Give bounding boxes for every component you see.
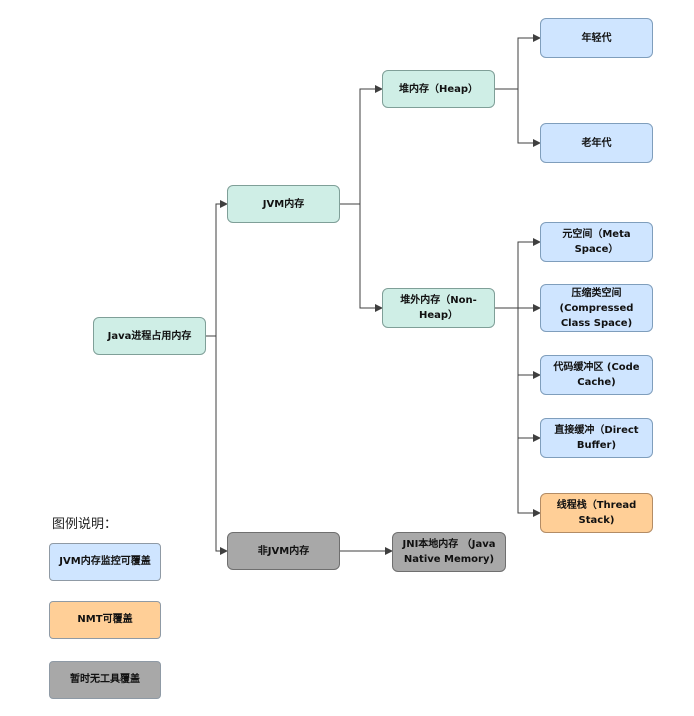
code-cache-node: 代码缓冲区 (Code Cache) [540,355,653,395]
meta-space-label: 元空间（Meta Space） [562,229,631,255]
thread-stack-label: 线程栈（Thread Stack) [556,500,637,526]
code-cache-label: 代码缓冲区 (Code Cache) [553,362,640,388]
jvm-memory-label: JVM内存 [262,198,305,210]
legend-nmt-label: NMT可覆盖 [77,614,133,625]
connector-non-heap-to-thread-stack [517,308,541,517]
jni-native-memory-label: JNI本地内存 （Java Native Memory) [402,539,496,565]
connector-jvm-to-non-heap [359,204,383,312]
jni-native-memory-node: JNI本地内存 （Java Native Memory) [392,532,506,572]
compressed-class-space-node: 压缩类空间 (Compressed Class Space) [540,284,653,332]
legend-jvm-monitoring-label: JVM内存监控可覆盖 [59,556,151,567]
meta-space-node: 元空间（Meta Space） [540,222,653,262]
connector-root-to-jvm [206,200,228,337]
non-heap-memory-label: 堆外内存（Non-Heap） [400,295,477,321]
legend-no-tool-label: 暂时无工具覆盖 [70,674,140,685]
compressed-class-space-label: 压缩类空间 (Compressed Class Space) [559,287,634,329]
connector-heap-to-old-gen [517,89,541,147]
connector-root-to-non-jvm [215,336,228,555]
java-process-memory-label: Java进程占用内存 [107,330,192,342]
old-generation-label: 老年代 [581,137,612,149]
connector-non-heap-to-meta-space [495,238,541,309]
direct-buffer-label: 直接缓冲（Direct Buffer) [554,425,639,451]
connector-non-heap-to-direct-buffer [517,308,541,442]
connector-jvm-to-heap [340,85,383,205]
non-heap-memory-node: 堆外内存（Non-Heap） [382,288,495,328]
old-generation-node: 老年代 [540,123,653,163]
connector-non-heap-to-code-cache [517,308,541,379]
legend-jvm-monitoring-box: JVM内存监控可覆盖 [49,543,161,581]
heap-memory-label: 堆内存（Heap） [398,83,479,95]
thread-stack-node: 线程栈（Thread Stack) [540,493,653,533]
legend-no-tool-box: 暂时无工具覆盖 [49,661,161,699]
jvm-memory-node: JVM内存 [227,185,340,223]
direct-buffer-node: 直接缓冲（Direct Buffer) [540,418,653,458]
heap-memory-node: 堆内存（Heap） [382,70,495,108]
connector-heap-to-young-gen [495,34,541,90]
non-jvm-memory-label: 非JVM内存 [257,545,310,557]
java-process-memory-node: Java进程占用内存 [93,317,206,355]
young-generation-node: 年轻代 [540,18,653,58]
non-jvm-memory-node: 非JVM内存 [227,532,340,570]
legend-title: 图例说明： [52,517,118,532]
young-generation-label: 年轻代 [581,32,612,44]
connector-lines [206,34,541,555]
legend-nmt-box: NMT可覆盖 [49,601,161,639]
